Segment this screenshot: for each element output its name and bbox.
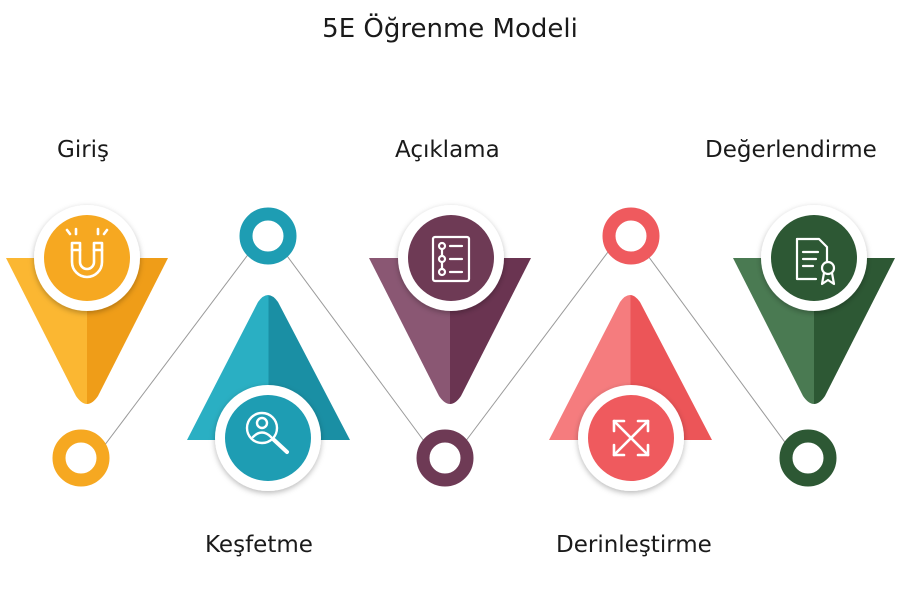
- diagram-title: 5E Öğrenme Modeli: [322, 14, 578, 44]
- connector-line: [639, 244, 799, 461]
- certificate-document-icon: [795, 237, 836, 286]
- connector-line: [452, 235, 621, 459]
- stage-triangle: [733, 258, 895, 404]
- stage-node: [416, 429, 474, 487]
- stage-node: [239, 207, 297, 265]
- stage-label-derinlestirme: Derinleştirme: [556, 532, 712, 558]
- stage-aciklama: [369, 205, 531, 487]
- magnet-icon: [65, 227, 109, 279]
- stage-node: [52, 429, 110, 487]
- stage-derinlestirme: [549, 207, 712, 491]
- stage-label-aciklama: Açıklama: [395, 137, 500, 163]
- stage-label-giris: Giriş: [57, 137, 110, 163]
- stage-node: [602, 207, 660, 265]
- icon-badge: [44, 215, 130, 301]
- connector-line: [278, 244, 439, 461]
- stage-label-degerlendirme: Değerlendirme: [705, 137, 877, 163]
- stage-triangle: [6, 258, 168, 404]
- stage-kesfetme: [187, 207, 350, 491]
- user-search-icon: [245, 411, 289, 454]
- stage-giris: [6, 205, 168, 487]
- stage-degerlendirme: [733, 205, 895, 487]
- connector-lines: [94, 235, 799, 461]
- stage-triangle: [369, 258, 531, 404]
- connector-line: [94, 235, 263, 459]
- icon-badge: [225, 395, 311, 481]
- expand-arrows-icon: [612, 419, 650, 457]
- checklist-document-icon: [431, 235, 471, 283]
- stage-node: [779, 429, 837, 487]
- stage-label-kesfetme: Keşfetme: [205, 532, 313, 558]
